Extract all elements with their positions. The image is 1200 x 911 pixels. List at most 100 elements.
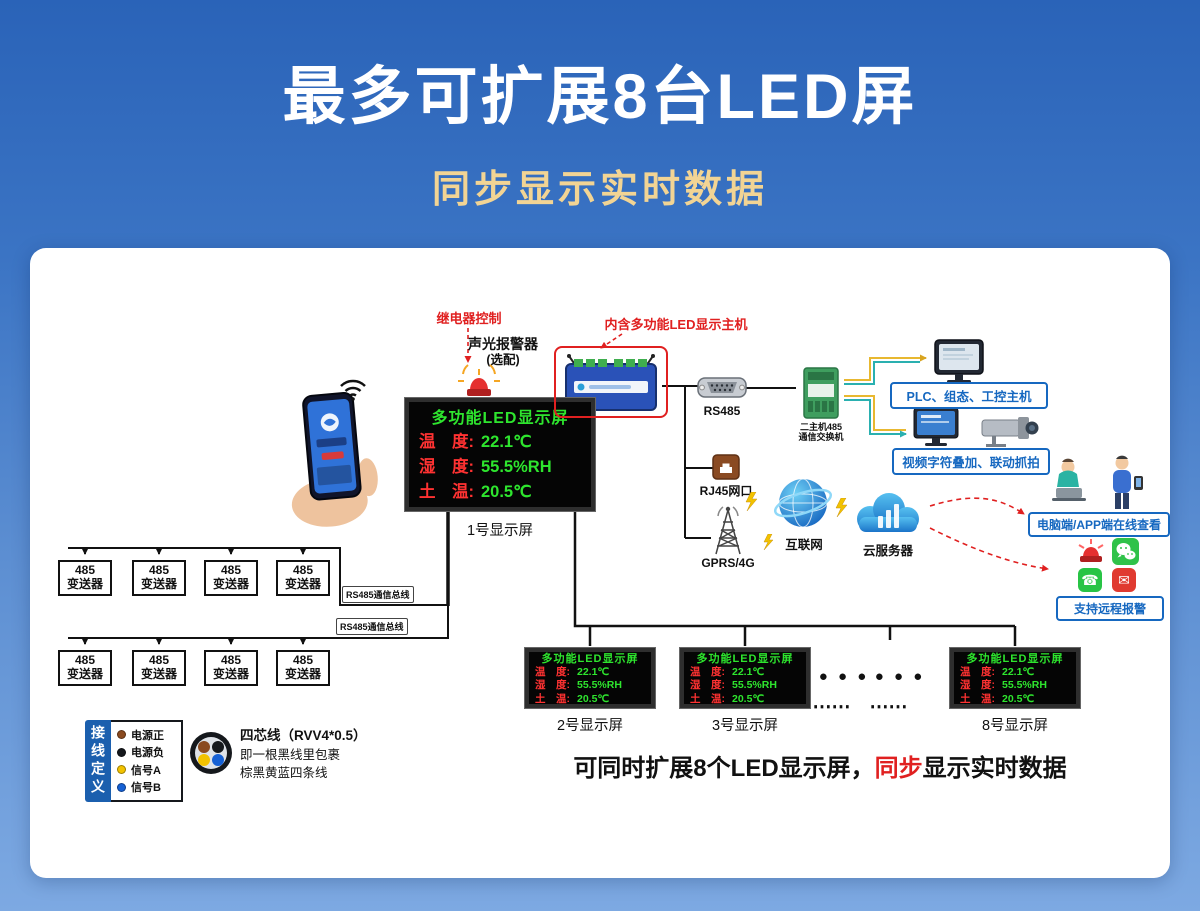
wifi-icon [340, 379, 366, 401]
legend-item-power-negative: 电源负 [117, 744, 175, 760]
cloud-server-label: 云服务器 [862, 544, 913, 558]
bus-label-1: RS485通信总线 [342, 586, 414, 603]
rj45-port-icon [712, 454, 740, 480]
legend-item-label: 电源负 [131, 747, 164, 760]
comm-switch-label-line1: 二主机485 [799, 422, 843, 432]
brown-wire-dot [117, 730, 126, 740]
ellipsis-dots-row2: ⋯⋯ ⋯⋯ [812, 697, 908, 718]
footer-part2: 显示实时数据 [922, 755, 1067, 782]
soil-temp-value: 20.5℃ [732, 692, 765, 705]
comm-switch-label-line2: 通信交换机 [798, 432, 844, 443]
humidity-value: 55.5%RH [577, 679, 622, 692]
blue-wire-dot [117, 782, 126, 792]
gprs-tower-icon [715, 506, 741, 555]
phone-glyph: ☎ [1081, 571, 1099, 588]
temp-label: 温 度: [960, 665, 995, 678]
led-screen-1: 多功能LED显示屏 温 度:22.1℃ 湿 度:55.5%RH 土 温:20.5… [404, 397, 596, 512]
cable-line2: 棕黑黄蓝四条线 [240, 765, 328, 780]
phone-app-icon: ☎ [1078, 568, 1102, 592]
transmitter-line1: 485 [148, 563, 170, 578]
transmitter-line2: 变送器 [66, 577, 103, 591]
signal-bolt-icon [763, 534, 774, 551]
sound-light-alarm-icon [458, 364, 500, 396]
cloud-server-icon [857, 493, 919, 532]
online-view-chip: 电脑端/APP端在线查看 [1028, 512, 1170, 537]
led-screen-title: 多功能LED显示屏 [966, 652, 1064, 665]
diagram-card: 继电器控制 声光报警器 (选配) 内含多功能LED显示主机 多功能LED显示屏 … [30, 248, 1170, 878]
temp-value: 22.1℃ [481, 433, 532, 452]
legend-item-signal-b: 信号B [117, 779, 175, 795]
temp-label: 温 度: [690, 665, 725, 678]
alarm-name-label: 声光报警器 (选配) [458, 336, 548, 368]
footer-highlight: 同步 [874, 755, 923, 782]
rs485-connector-icon [697, 377, 747, 398]
legend-item-label: 信号A [131, 764, 161, 777]
screen-1-caption: 1号显示屏 [466, 523, 534, 539]
signal-bolt-icon [745, 492, 758, 512]
led-screen-title: 多功能LED显示屏 [696, 652, 794, 665]
bus-label-2: RS485通信总线 [336, 618, 408, 635]
transmitter-line2: 变送器 [66, 667, 103, 681]
humidity-label: 湿 度: [535, 679, 570, 692]
legend-title: 接线定义 [85, 720, 111, 802]
humidity-label: 湿 度: [690, 679, 725, 692]
soil-temp-label: 土 温: [690, 692, 725, 705]
page-title: 最多可扩展8台LED屏 [282, 62, 918, 132]
cable-description: 四芯线（RVV4*0.5） 即一根黑线里包裹 棕黑黄蓝四条线 [240, 726, 400, 782]
wechat-icon [1112, 538, 1139, 565]
led-screen-title: 多功能LED显示屏 [541, 652, 639, 665]
transmitter-line2: 变送器 [284, 667, 321, 681]
legend-item-signal-a: 信号A [117, 762, 175, 778]
cable-title: 四芯线（RVV4*0.5） [240, 728, 367, 743]
alarm-name-text: 声光报警器 [468, 336, 538, 352]
footer-part1: 可同时扩展8个LED显示屏， [573, 755, 875, 782]
gprs-label: GPRS/4G [701, 556, 755, 570]
soil-temp-value: 20.5℃ [577, 692, 610, 705]
plc-label-chip: PLC、组态、工控主机 [890, 382, 1048, 409]
transmitter-line2: 变送器 [212, 577, 249, 591]
hand-phone-illustration [291, 391, 378, 527]
legend-item-label: 电源正 [131, 729, 164, 742]
comm-switch-icon [803, 367, 839, 419]
rs485-label: RS485 [703, 404, 741, 418]
humidity-value: 55.5%RH [732, 679, 777, 692]
transmitter-line2: 变送器 [140, 667, 177, 681]
host-highlight-frame [554, 346, 668, 418]
led-screen-3: 多功能LED显示屏 温 度: 22.1℃ 湿 度: 55.5%RH 土 温: 20.5… [679, 647, 811, 709]
temp-value: 22.1℃ [1002, 665, 1035, 678]
temp-label: 温 度: [535, 665, 570, 678]
transmitter-line2: 变送器 [212, 667, 249, 681]
soil-temp-value: 20.5℃ [1002, 692, 1035, 705]
temp-value: 22.1℃ [732, 665, 765, 678]
legend-body: 电源正 电源负 信号A 信号B [111, 720, 183, 802]
alarm-optional-text: (选配) [486, 352, 520, 367]
cable-line1: 即一根黑线里包裹 [240, 747, 341, 762]
ellipsis-dots-2: ● ● ● [874, 668, 926, 685]
transmitter-line2: 变送器 [284, 577, 321, 591]
ellipsis-dots-1: ● ● ● [818, 668, 870, 685]
led-screen-2: 多功能LED显示屏 温 度:22.1℃ 湿 度:55.5%RH 土 温:20.5… [524, 647, 656, 709]
host-note: 内含多功能LED显示主机 [604, 317, 748, 332]
mail-icon: ✉ [1112, 568, 1136, 592]
camera-icon [981, 417, 1039, 447]
relay-control-note: 继电器控制 [436, 311, 502, 326]
led-screen-8: 多功能LED显示屏 温 度:22.1℃ 湿 度:55.5%RH 土 温:20.5… [949, 647, 1081, 709]
remote-alarm-beacon-icon [1078, 539, 1104, 562]
legend-item-label: 信号B [131, 782, 161, 795]
black-wire-dot [117, 747, 126, 757]
signal-bolt-icon [835, 498, 848, 518]
video-monitor-icon [913, 407, 959, 446]
transmitter-line1: 485 [220, 563, 242, 578]
screen-3-caption: 3号显示屏 [711, 718, 779, 734]
soil-temp-label: 土 温: [535, 692, 570, 705]
transmitter-line1: 485 [74, 563, 96, 578]
screen-2-caption: 2号显示屏 [556, 718, 624, 734]
temp-label: 温 度: [419, 433, 474, 452]
